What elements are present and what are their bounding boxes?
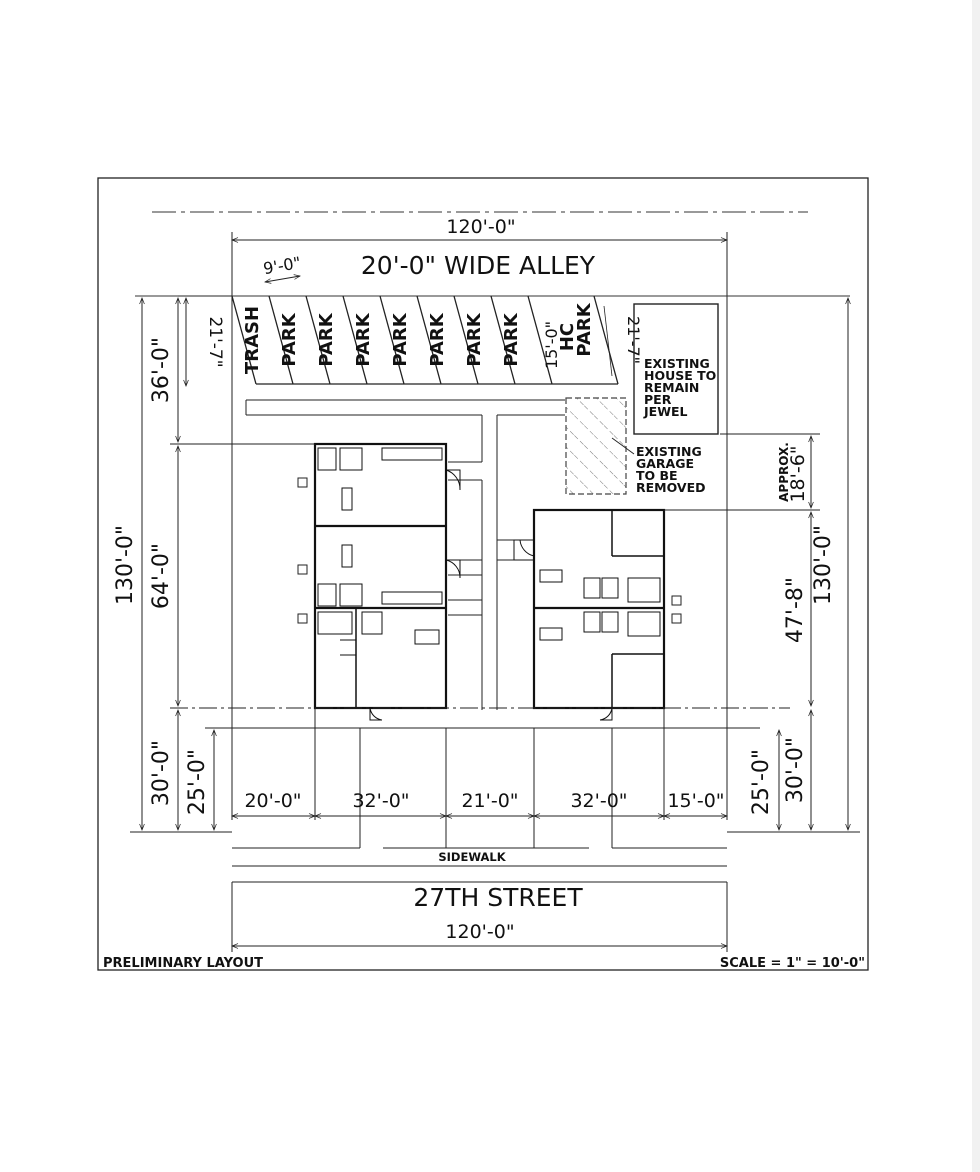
stall-park: PARK bbox=[316, 312, 337, 366]
bottom-segment-dimension: 21'-0" bbox=[461, 790, 518, 812]
lot-width-top: 120'-0" bbox=[446, 216, 515, 238]
left-setback-dimension: 25'-0" bbox=[185, 749, 210, 815]
house-label-line: JEWEL bbox=[643, 404, 688, 419]
right-building bbox=[513, 508, 666, 721]
left-dimensions bbox=[130, 297, 315, 833]
scrollbar[interactable] bbox=[972, 0, 980, 1172]
stall-park: PARK bbox=[501, 312, 522, 366]
lot-width-bottom: 120'-0" bbox=[445, 921, 514, 943]
existing-garage bbox=[565, 397, 627, 495]
walkways bbox=[245, 399, 565, 710]
ext-line bbox=[603, 305, 613, 377]
right-front-dimension: 30'-0" bbox=[783, 737, 808, 803]
stall-park: PARK bbox=[390, 312, 411, 366]
bottom-segment-dimension: 15'-0" bbox=[667, 790, 724, 812]
stall-width-line bbox=[264, 274, 301, 284]
existing-house-label: EXISTING HOUSE TO REMAIN PER JEWEL bbox=[643, 356, 716, 419]
parking-lot bbox=[231, 295, 619, 385]
bottom-segment-dimension: 32'-0" bbox=[352, 790, 409, 812]
street-label: 27TH STREET bbox=[413, 883, 583, 912]
stall-park: PARK bbox=[427, 312, 448, 366]
alley-label: 20'-0" WIDE ALLEY bbox=[361, 251, 596, 280]
existing-garage-label: EXISTING GARAGE TO BE REMOVED bbox=[636, 444, 705, 495]
stall-park: PARK bbox=[353, 312, 374, 366]
bottom-dimension-labels: 20'-0" 32'-0" 21'-0" 32'-0" 15'-0" bbox=[244, 790, 724, 812]
right-building-dimension: 47'-8" bbox=[783, 577, 808, 643]
scale-label: SCALE = 1" = 10'-0" bbox=[720, 956, 865, 971]
hc-stall-hc: HC bbox=[557, 323, 578, 351]
garage-leader bbox=[611, 437, 635, 455]
front-porch-lines bbox=[170, 707, 790, 848]
stall-depth-left: 21'-7" bbox=[205, 316, 225, 367]
parking-labels: TRASH PARK PARK PARK PARK PARK PARK PARK… bbox=[242, 302, 595, 374]
left-building-dimension: 64'-0" bbox=[149, 543, 174, 609]
sheet-border bbox=[97, 177, 869, 971]
bottom-segment-dimension: 20'-0" bbox=[244, 790, 301, 812]
right-approx-dimension: 18'-6" bbox=[787, 445, 809, 502]
right-dimensions bbox=[664, 297, 860, 833]
left-front-dimension: 30'-0" bbox=[149, 740, 174, 806]
stall-park: PARK bbox=[464, 312, 485, 366]
stall-park: PARK bbox=[279, 312, 300, 366]
stall-trash: TRASH bbox=[242, 306, 263, 374]
left-building bbox=[313, 442, 461, 721]
house-label-line: REMAIN bbox=[644, 380, 699, 395]
house-label-line: HOUSE TO bbox=[644, 368, 716, 383]
garage-label-line: TO BE bbox=[636, 468, 678, 483]
street-lines bbox=[232, 847, 727, 883]
right-approx-label: APPROX. bbox=[777, 442, 791, 502]
existing-house bbox=[633, 303, 719, 435]
sidewalk-label: SIDEWALK bbox=[438, 850, 506, 864]
garage-label-line: EXISTING bbox=[636, 444, 702, 459]
left-rear-dimension: 36'-0" bbox=[149, 337, 174, 403]
preliminary-layout-label: PRELIMINARY LAYOUT bbox=[103, 956, 263, 971]
right-setback-dimension: 25'-0" bbox=[749, 749, 774, 815]
right-total-dimension: 130'-0" bbox=[811, 525, 836, 605]
hc-stall-park: PARK bbox=[574, 302, 595, 356]
bottom-segment-dimension: 32'-0" bbox=[570, 790, 627, 812]
house-label-line: PER bbox=[644, 392, 672, 407]
house-label-line: EXISTING bbox=[644, 356, 710, 371]
left-total-dimension: 130'-0" bbox=[113, 525, 138, 605]
hc-stall-dimension: 15'-0" bbox=[542, 321, 561, 369]
right-building-windows bbox=[671, 595, 682, 624]
stall-width-label: 9'-0" bbox=[262, 253, 303, 278]
left-building-windows bbox=[297, 477, 308, 624]
garage-label-line: GARAGE bbox=[636, 456, 694, 471]
garage-label-line: REMOVED bbox=[636, 480, 705, 495]
